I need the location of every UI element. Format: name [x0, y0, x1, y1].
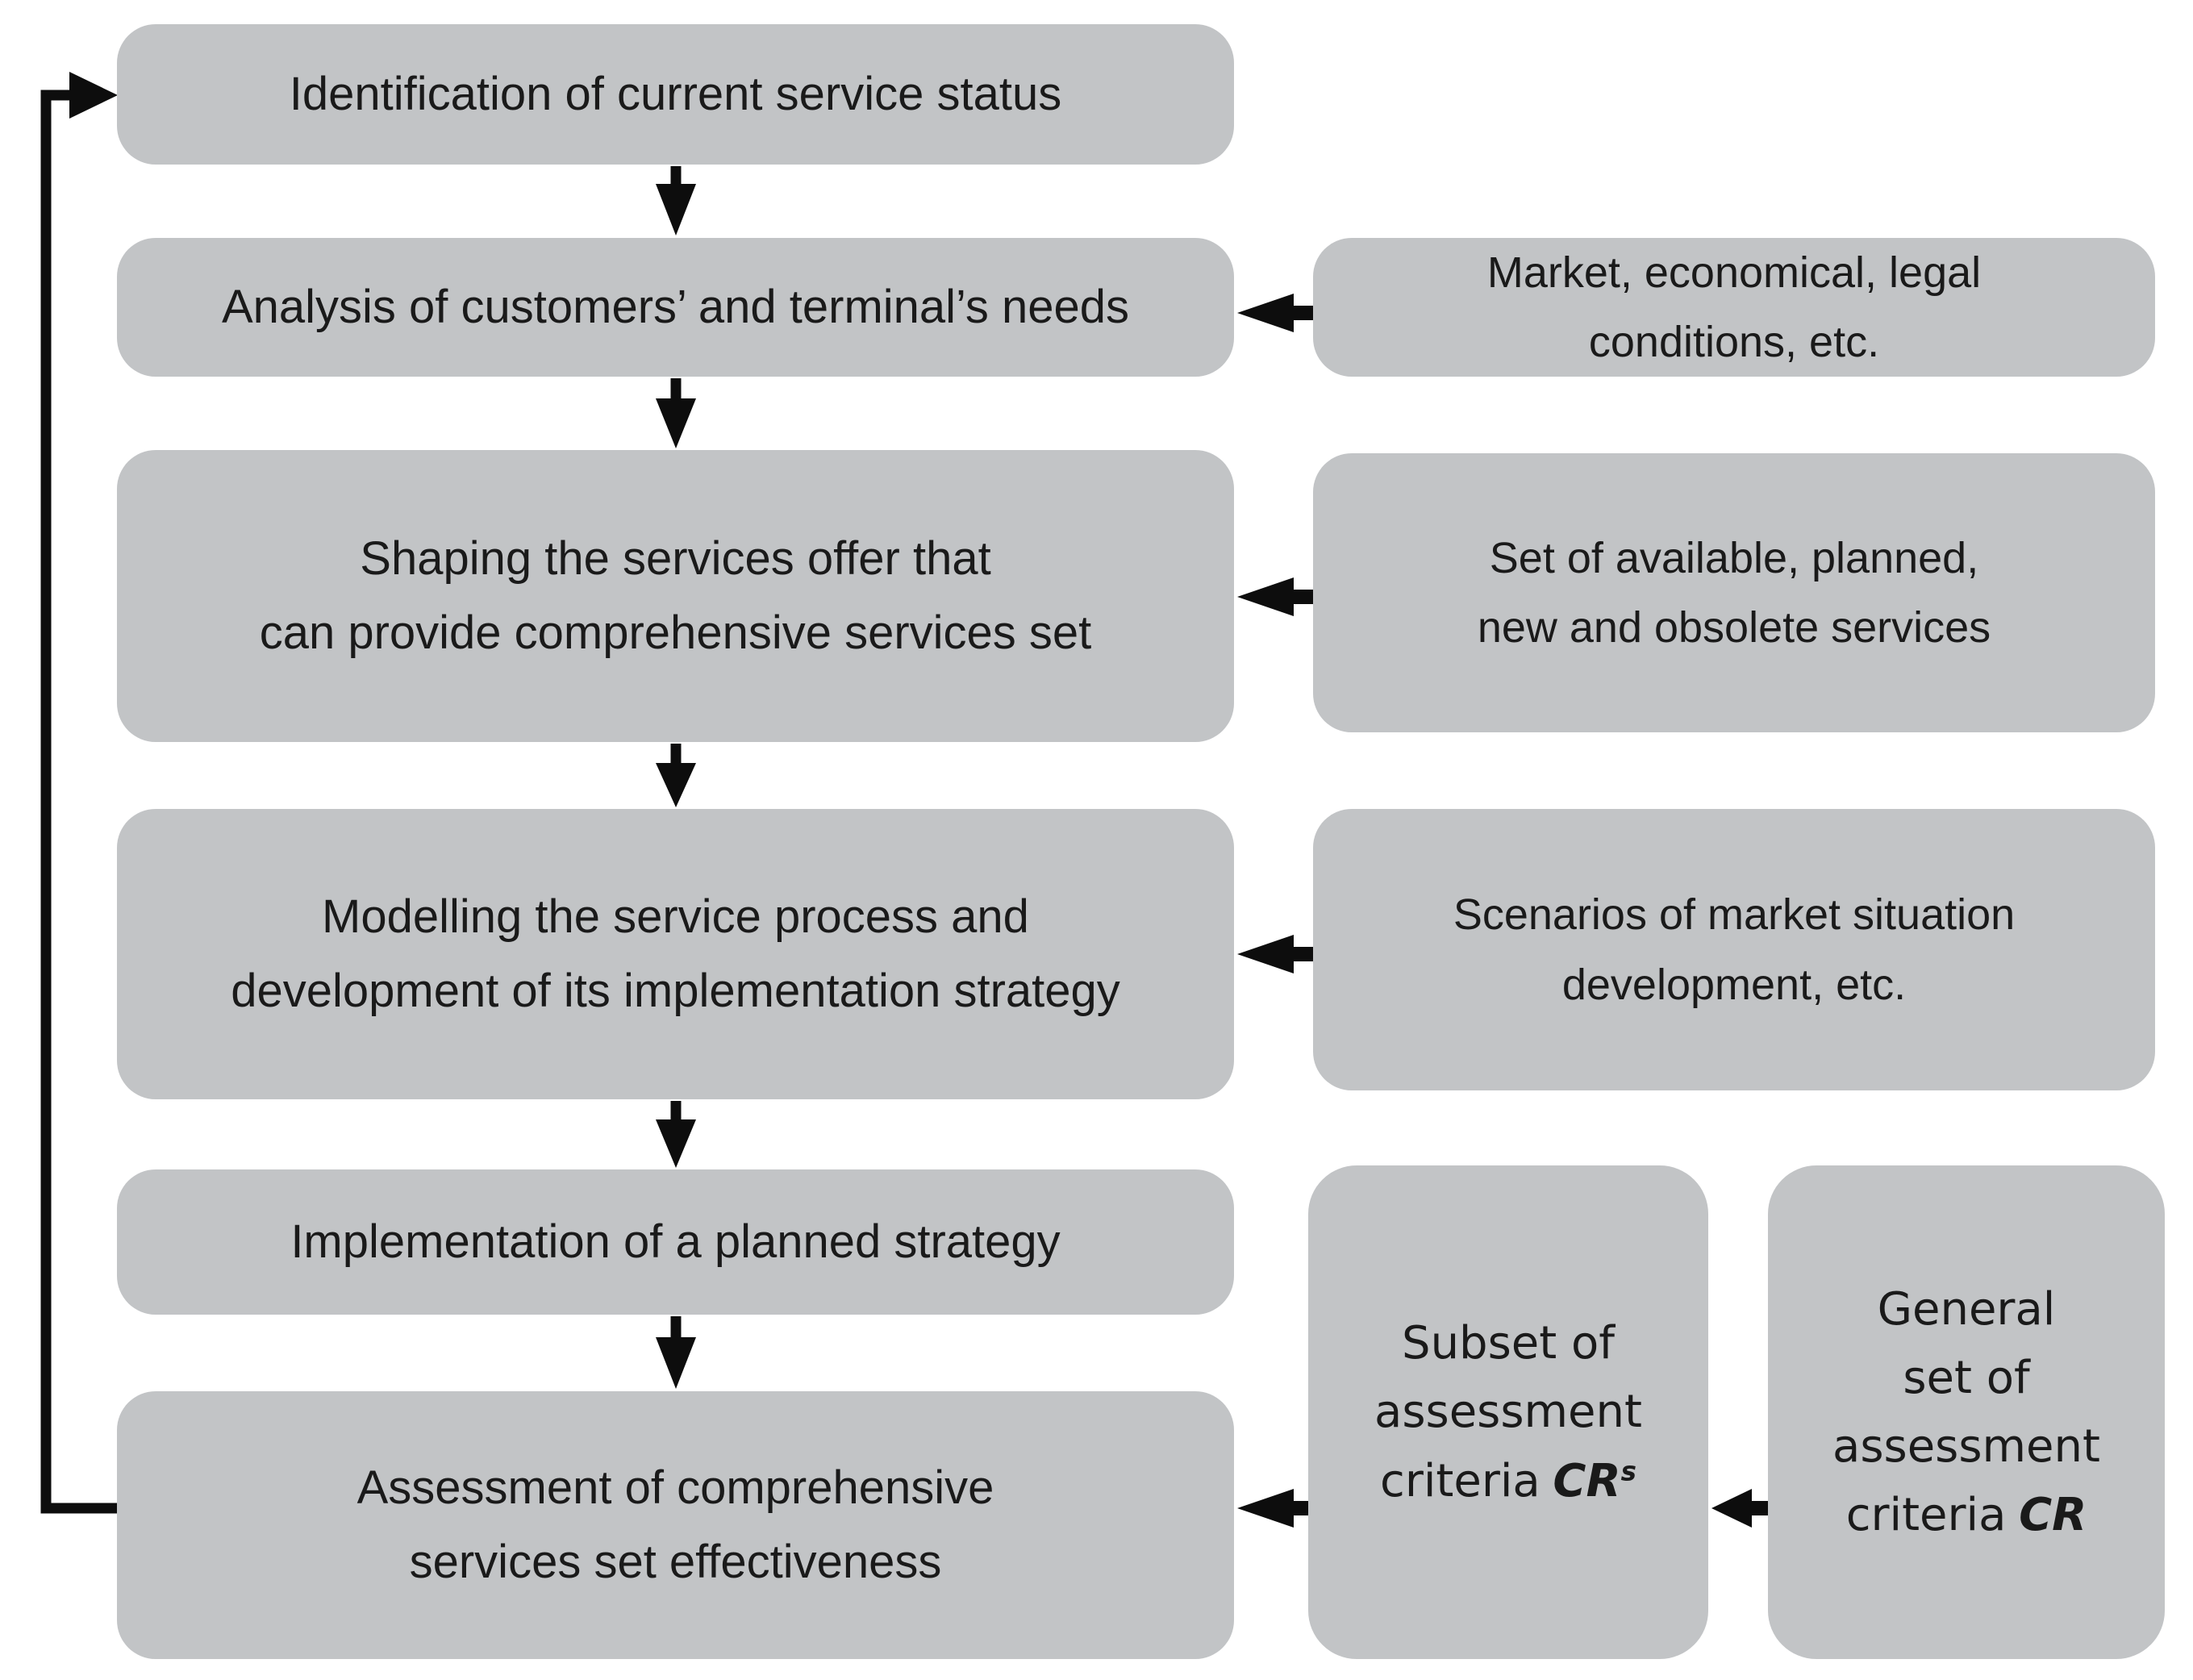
- box-shaping: Shaping the services offer that can prov…: [117, 450, 1234, 742]
- box-assessment: Assessment of comprehensive services set…: [117, 1391, 1234, 1659]
- box-shaping-line-1: Shaping the services offer that: [360, 532, 991, 586]
- box-market-conditions: Market, economical, legal conditions, et…: [1313, 238, 2155, 377]
- box-modelling-line-1: Modelling the service process and: [322, 890, 1029, 944]
- arrow-market-to-analysis: [1237, 294, 1313, 332]
- arrow-scenarios-to-modelling: [1237, 935, 1313, 973]
- subset-criteria-prefix: criteria: [1380, 1454, 1541, 1507]
- general-criteria-symbol: CR: [2019, 1489, 2087, 1542]
- box-market-conditions-line-1: Market, economical, legal: [1486, 248, 1982, 297]
- box-general-criteria-line-1: General: [1877, 1282, 2056, 1336]
- arrow-shaping-to-modelling: [656, 744, 696, 807]
- box-general-criteria-line-2: set of: [1903, 1351, 2030, 1404]
- box-assessment-line-2: services set effectiveness: [409, 1536, 942, 1588]
- arrow-analysis-to-shaping: [656, 378, 696, 448]
- box-analysis: Analysis of customers’ and terminal’s ne…: [117, 238, 1234, 377]
- arrow-subset-criteria-to-assessment: [1237, 1489, 1308, 1528]
- arrow-general-criteria-to-subset-criteria: [1711, 1489, 1770, 1528]
- arrow-implementation-to-assessment: [656, 1316, 696, 1389]
- feedback-loop-assessment-to-identification: [40, 72, 118, 1514]
- box-modelling: Modelling the service process and develo…: [117, 809, 1234, 1099]
- box-subset-criteria-line-2: assessment: [1374, 1386, 1642, 1439]
- subset-criteria-symbol: CR: [1553, 1454, 1621, 1507]
- box-services-set-line-2: new and obsolete services: [1477, 603, 1991, 652]
- box-implementation: Implementation of a planned strategy: [117, 1169, 1234, 1315]
- box-identification-text: Identification of current service status: [289, 68, 1062, 121]
- box-assessment-line-1: Assessment of comprehensive: [356, 1461, 994, 1515]
- arrow-identification-to-analysis: [656, 166, 696, 236]
- box-implementation-text: Implementation of a planned strategy: [290, 1215, 1061, 1269]
- arrow-services-set-to-shaping: [1237, 577, 1313, 616]
- box-identification: Identification of current service status: [117, 24, 1234, 165]
- box-general-criteria-line-3: assessment: [1832, 1420, 2100, 1473]
- box-subset-criteria-line-1: Subset of: [1402, 1317, 1615, 1370]
- box-analysis-text: Analysis of customers’ and terminal’s ne…: [221, 281, 1130, 334]
- box-market-conditions-line-2: conditions, etc.: [1588, 318, 1880, 366]
- box-modelling-line-2: development of its implementation strate…: [231, 965, 1120, 1017]
- box-services-set-line-1: Set of available, planned,: [1489, 533, 1979, 582]
- general-criteria-prefix: criteria: [1845, 1489, 2007, 1542]
- box-scenarios-line-1: Scenarios of market situation: [1453, 890, 2016, 940]
- arrow-modelling-to-implementation: [656, 1101, 696, 1168]
- box-scenarios-line-2: development, etc.: [1561, 960, 1907, 1009]
- subset-criteria-symbol-superscript: s: [1620, 1455, 1636, 1486]
- box-scenarios: Scenarios of market situation developmen…: [1313, 809, 2155, 1090]
- box-shaping-line-2: can provide comprehensive services set: [259, 607, 1092, 659]
- box-services-set: Set of available, planned, new and obsol…: [1313, 453, 2155, 732]
